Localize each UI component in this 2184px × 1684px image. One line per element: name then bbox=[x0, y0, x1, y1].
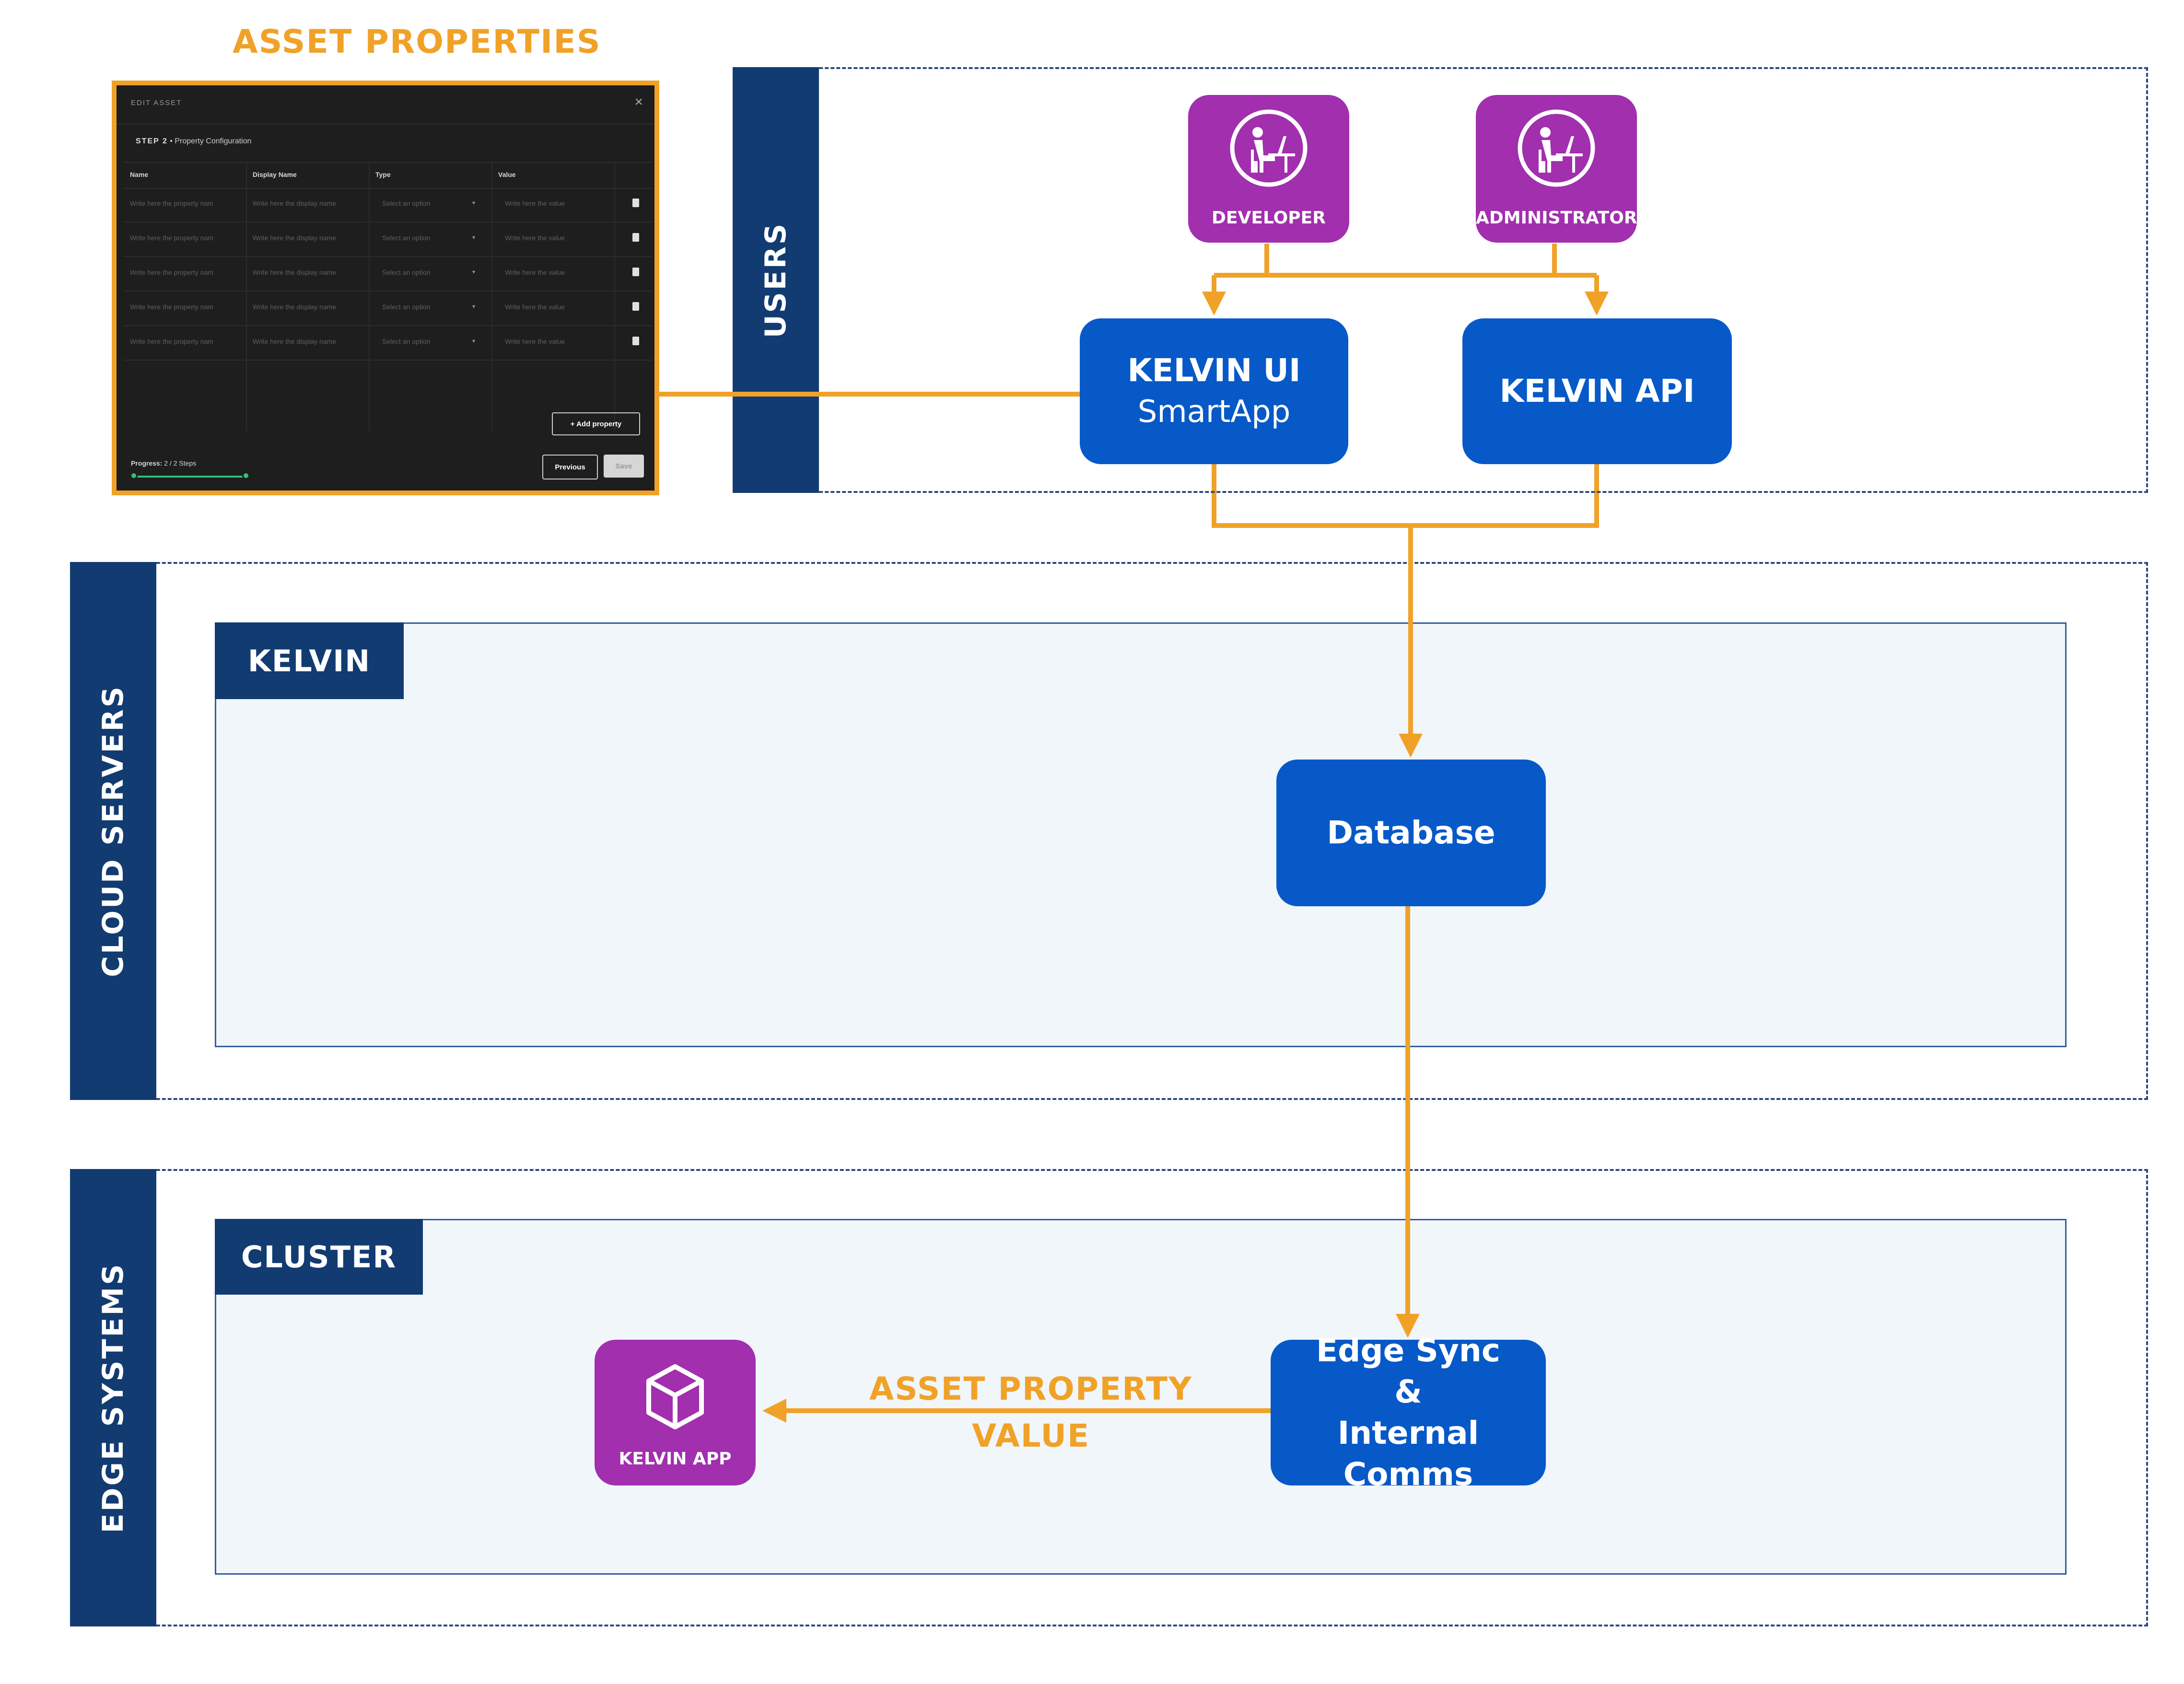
ui-to-merge-connector bbox=[1212, 464, 1411, 528]
property-name-input[interactable]: Write here the property nam bbox=[130, 338, 214, 345]
step-indicator: STEP 2 • Property Configuration bbox=[136, 137, 251, 146]
developer-label: DEVELOPER bbox=[1212, 208, 1326, 228]
type-select[interactable]: Select an option bbox=[382, 234, 431, 242]
type-select[interactable]: Select an option bbox=[382, 303, 431, 311]
step-name: Property Configuration bbox=[175, 137, 252, 145]
table-row: Write here the property nam Write here t… bbox=[123, 256, 653, 292]
display-name-input[interactable]: Write here the display name bbox=[253, 199, 337, 207]
dialog-title: EDIT ASSET bbox=[131, 99, 182, 107]
table-row: Write here the property nam Write here t… bbox=[123, 222, 653, 257]
step-label: STEP 2 bbox=[136, 137, 168, 145]
person-at-computer-icon bbox=[1518, 109, 1595, 187]
trash-icon[interactable] bbox=[632, 268, 639, 276]
dialog-header: EDIT ASSET × bbox=[117, 85, 654, 125]
column-header-name: Name bbox=[130, 171, 149, 178]
property-name-input[interactable]: Write here the property nam bbox=[130, 234, 214, 242]
kelvin-ui-subtitle: SmartApp bbox=[1137, 394, 1291, 430]
flow-label-line2: VALUE bbox=[971, 1417, 1090, 1454]
column-divider bbox=[246, 162, 247, 431]
asset-property-value-label: ASSET PROPERTY VALUE bbox=[863, 1366, 1199, 1460]
kelvin-group bbox=[215, 622, 2067, 1047]
trash-icon[interactable] bbox=[632, 337, 639, 345]
kelvin-api-title: KELVIN API bbox=[1499, 373, 1695, 409]
column-divider bbox=[369, 162, 370, 431]
cluster-group-tab: CLUSTER bbox=[215, 1219, 423, 1295]
value-input[interactable]: Write here the value bbox=[505, 234, 565, 242]
table-row: Write here the property nam Write here t… bbox=[123, 325, 653, 361]
caret-down-icon: ▾ bbox=[472, 338, 476, 344]
property-name-input[interactable]: Write here the property nam bbox=[130, 269, 214, 276]
display-name-input[interactable]: Write here the display name bbox=[253, 303, 337, 311]
table-header: Name Display Name Type Value bbox=[123, 162, 653, 189]
column-header-display-name: Display Name bbox=[253, 171, 297, 178]
kelvin-app-card: KELVIN APP bbox=[595, 1340, 756, 1485]
previous-button[interactable]: Previous bbox=[542, 455, 598, 479]
column-header-value: Value bbox=[498, 171, 516, 178]
kelvin-ui-title: KELVIN UI bbox=[1127, 352, 1301, 389]
value-input[interactable]: Write here the value bbox=[505, 199, 565, 207]
display-name-input[interactable]: Write here the display name bbox=[253, 234, 337, 242]
caret-down-icon: ▾ bbox=[472, 269, 476, 275]
developer-card: DEVELOPER bbox=[1188, 95, 1349, 243]
add-property-button[interactable]: + Add property bbox=[552, 412, 640, 435]
trash-icon[interactable] bbox=[632, 199, 639, 207]
column-divider bbox=[614, 162, 615, 431]
asset-properties-label: ASSET PROPERTIES bbox=[233, 23, 601, 61]
cloud-servers-zone-bar bbox=[70, 562, 156, 1100]
value-input[interactable]: Write here the value bbox=[505, 303, 565, 311]
edge-sync-line3: Internal Comms bbox=[1337, 1415, 1479, 1493]
table-row: Write here the property nam Write here t… bbox=[123, 187, 653, 222]
database-title: Database bbox=[1327, 814, 1495, 851]
kelvin-api-node: KELVIN API bbox=[1462, 318, 1732, 464]
close-icon[interactable]: × bbox=[634, 94, 643, 110]
display-name-input[interactable]: Write here the display name bbox=[253, 338, 337, 345]
column-header-type: Type bbox=[375, 171, 391, 178]
administrator-label: ADMINISTRATOR bbox=[1476, 208, 1637, 228]
property-name-input[interactable]: Write here the property nam bbox=[130, 199, 214, 207]
trash-icon[interactable] bbox=[632, 233, 639, 242]
api-to-merge-connector bbox=[1411, 464, 1599, 528]
progress-bar bbox=[133, 476, 245, 478]
progress-text: Progress: 2 / 2 Steps bbox=[131, 459, 196, 467]
column-divider bbox=[491, 162, 492, 431]
progress-label: Progress: bbox=[131, 459, 163, 467]
cluster-group bbox=[215, 1219, 2067, 1575]
property-name-input[interactable]: Write here the property nam bbox=[130, 303, 214, 311]
type-select[interactable]: Select an option bbox=[382, 199, 431, 207]
progress-step-dot bbox=[130, 472, 138, 479]
cube-icon bbox=[646, 1364, 704, 1429]
kelvin-ui-node: KELVIN UI SmartApp bbox=[1080, 318, 1348, 464]
trash-icon[interactable] bbox=[632, 302, 639, 311]
save-button[interactable]: Save bbox=[604, 455, 644, 478]
caret-down-icon: ▾ bbox=[472, 303, 476, 310]
progress-step-dot bbox=[242, 472, 250, 479]
value-input[interactable]: Write here the value bbox=[505, 269, 565, 276]
caret-down-icon: ▾ bbox=[472, 199, 476, 206]
edit-asset-screenshot: EDIT ASSET × STEP 2 • Property Configura… bbox=[112, 81, 659, 495]
edge-sync-line1: Edge Sync bbox=[1316, 1332, 1500, 1369]
person-at-computer-icon bbox=[1230, 109, 1308, 187]
edge-sync-line2: & bbox=[1394, 1373, 1422, 1410]
database-node: Database bbox=[1276, 760, 1546, 906]
administrator-card: ADMINISTRATOR bbox=[1476, 95, 1637, 243]
kelvin-app-label: KELVIN APP bbox=[619, 1449, 732, 1469]
kelvin-group-tab: KELVIN bbox=[215, 622, 404, 699]
edge-sync-node: Edge Sync & Internal Comms bbox=[1271, 1332, 1546, 1493]
type-select[interactable]: Select an option bbox=[382, 338, 431, 345]
edge-systems-zone-bar bbox=[70, 1169, 156, 1626]
table-row: Write here the property nam Write here t… bbox=[123, 291, 653, 326]
display-name-input[interactable]: Write here the display name bbox=[253, 269, 337, 276]
flow-label-line1: ASSET PROPERTY bbox=[869, 1370, 1192, 1407]
value-input[interactable]: Write here the value bbox=[505, 338, 565, 345]
progress-value: 2 / 2 Steps bbox=[164, 459, 197, 467]
users-zone-bar bbox=[733, 67, 819, 493]
type-select[interactable]: Select an option bbox=[382, 269, 431, 276]
caret-down-icon: ▾ bbox=[472, 234, 476, 241]
step-bullet: • bbox=[170, 137, 173, 145]
